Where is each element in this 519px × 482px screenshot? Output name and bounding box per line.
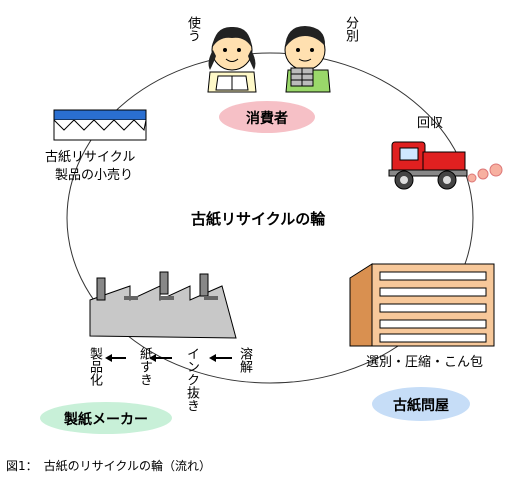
paper-factory-icon <box>89 271 237 339</box>
maker-oval <box>40 402 172 434</box>
consumer-oval <box>219 101 315 133</box>
maker-step-finishing: 製品化 <box>87 347 102 386</box>
retail-store-awning-icon <box>53 109 147 141</box>
wholesaler-oval <box>372 387 470 421</box>
diagram-title: 古紙リサイクルの輪 <box>191 210 326 228</box>
maker-step-arrows <box>105 354 232 362</box>
figure-caption: 図1： 古紙のリサイクルの輪（流れ） <box>6 459 212 473</box>
maker-step-papermaking: 紙すき <box>137 347 152 386</box>
maker-label: 製紙メーカー <box>64 412 148 428</box>
consumer-label: 消費者 <box>246 111 288 127</box>
girl-reading-icon <box>207 26 257 93</box>
warehouse-building-icon <box>349 263 495 347</box>
collection-label: 回収 <box>417 116 444 131</box>
cycle-ring <box>66 52 474 384</box>
consumer-use-label: 使う <box>185 16 200 42</box>
retail-label-line1: 古紙リサイクル <box>45 150 136 165</box>
retail-label-line2: 製品の小売り <box>55 168 134 183</box>
wholesaler-processes-label: 選別・圧縮・こん包 <box>366 355 484 370</box>
boy-sorting-icon <box>284 26 331 93</box>
wholesaler-label: 古紙問屋 <box>393 398 449 414</box>
maker-step-deink: インク抜き <box>184 347 199 412</box>
collection-truck-icon <box>388 141 503 190</box>
maker-step-dissolve: 溶解 <box>237 347 252 373</box>
consumer-sort-label: 分別 <box>343 16 358 42</box>
